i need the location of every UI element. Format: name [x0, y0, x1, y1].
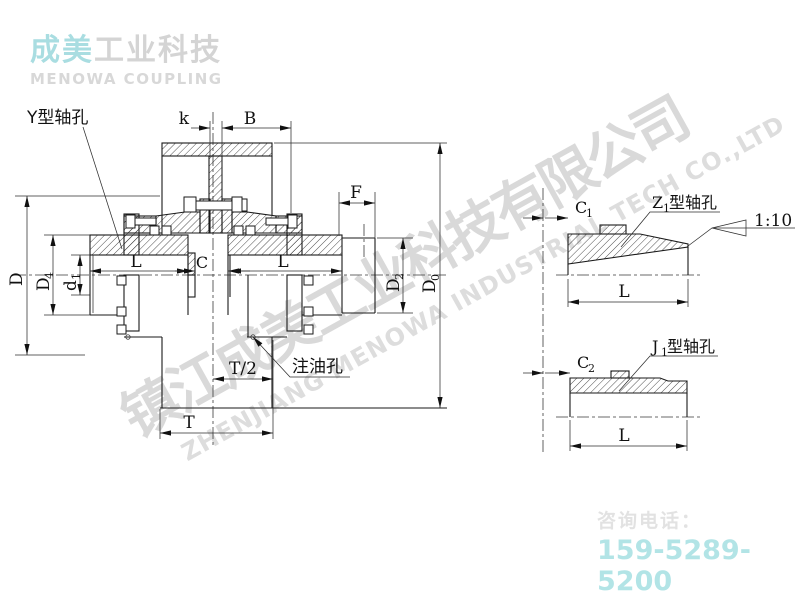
- j1-callout-base: J: [650, 337, 658, 356]
- dim-d4-label: D: [34, 277, 54, 291]
- logo-brand2-text: 工业科技: [94, 33, 222, 68]
- dim-d2-sub: 2: [393, 273, 406, 280]
- dim-l-right-label: L: [277, 252, 288, 272]
- z1-dim-l-label: L: [618, 282, 629, 302]
- hub-right: [227, 234, 376, 316]
- dim-d1-label: d: [61, 280, 81, 291]
- z1-callout-sub: 1: [663, 202, 670, 215]
- logo-brand-text: 成美: [30, 33, 94, 68]
- z1-taper-label: 1:10: [754, 211, 792, 231]
- j1-callout-rest: 型轴孔: [667, 337, 715, 356]
- z1-shaft-hole-view: C 1 L Z 1 型轴孔 1:10: [523, 188, 795, 455]
- dim-d0-sub: 0: [429, 274, 442, 281]
- contact-label: 咨询电话：: [597, 510, 703, 532]
- callout-oil-hole: 注油孔: [292, 357, 343, 377]
- dim-b-label: B: [244, 109, 257, 129]
- z1-callout-base: Z: [652, 193, 663, 212]
- j1-dim-c2-label: C: [577, 353, 589, 372]
- dim-d4-sub: 4: [43, 272, 56, 279]
- dimensions-main: k B F L C L D D 4: [7, 109, 447, 439]
- centerlines: [14, 112, 448, 448]
- z1-dim-c1-sub: 1: [586, 207, 593, 220]
- z1-callout-rest: 型轴孔: [669, 193, 717, 212]
- main-section-view: [14, 112, 448, 448]
- j1-callout-sub: 1: [661, 346, 668, 359]
- sleeve-lower: [123, 274, 303, 340]
- callout-y-bore: Y型轴孔: [26, 108, 88, 128]
- logo-tagline: MENOWA COUPLING: [30, 70, 223, 88]
- contact-info: 咨询电话： 159-5289-5200: [597, 506, 800, 597]
- j1-dim-c2-sub: 2: [588, 362, 595, 375]
- dim-d2-label: D: [384, 278, 404, 292]
- dim-t-label: T: [183, 413, 195, 433]
- cover-bolt-right-top: [265, 214, 298, 229]
- dim-t-half-label: T/2: [229, 359, 257, 379]
- callouts-main: Y型轴孔 注油孔: [26, 108, 350, 378]
- j1-shaft-hole-view: C 2 L J 1 型轴孔: [523, 337, 718, 451]
- company-logo: 成美工业科技 MENOWA COUPLING: [30, 34, 223, 88]
- brake-drum: [160, 142, 447, 409]
- dim-d-label: D: [7, 272, 27, 286]
- hub-left: [89, 234, 196, 316]
- flange-bolt: [183, 196, 248, 213]
- dim-d0-label: D: [420, 279, 440, 293]
- dim-d1-sub: 1: [70, 273, 83, 280]
- dim-k-label: k: [179, 109, 190, 129]
- dim-c-label: C: [196, 253, 208, 272]
- dim-f-label: F: [350, 183, 362, 203]
- logo-title: 成美工业科技: [30, 34, 223, 67]
- cover-bolt-left-top: [125, 214, 157, 229]
- j1-dim-l-label: L: [618, 426, 629, 446]
- z1-dim-c1-label: C: [575, 198, 587, 217]
- contact-phone-number: 159-5289-5200: [597, 535, 751, 597]
- dim-l-left-label: L: [130, 252, 141, 272]
- end-plate-bolts: [116, 275, 314, 335]
